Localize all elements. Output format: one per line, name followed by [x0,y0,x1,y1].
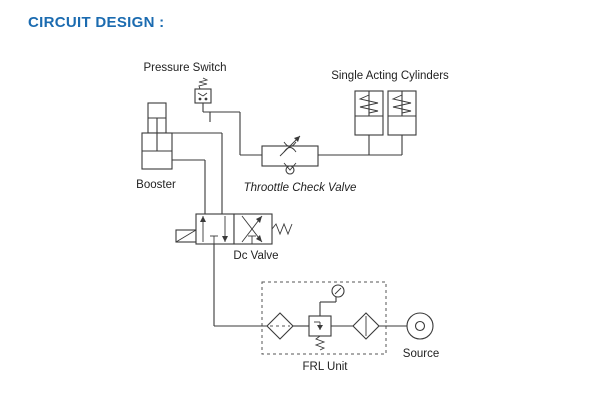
frl-unit [261,281,387,355]
booster [141,102,173,170]
frl-unit-label: FRL Unit [303,361,349,373]
single-acting-cylinders-label: Single Acting Cylinders [331,70,449,82]
single-acting-cylinder-1 [354,90,384,136]
single-acting-cylinder-2 [387,90,417,136]
throttle-check-valve [261,135,319,175]
pressure-switch [194,77,212,112]
piping [166,111,407,327]
pressure-switch-label: Pressure Switch [143,62,226,74]
source [406,312,434,340]
dc-valve-label: Dc Valve [233,250,278,262]
page-title: CIRCUIT DESIGN : [28,14,165,31]
dc-valve [175,213,293,245]
booster-label: Booster [136,179,176,191]
source-label: Source [403,348,439,360]
throttle-check-valve-label: Throottle Check Valve [244,182,357,194]
